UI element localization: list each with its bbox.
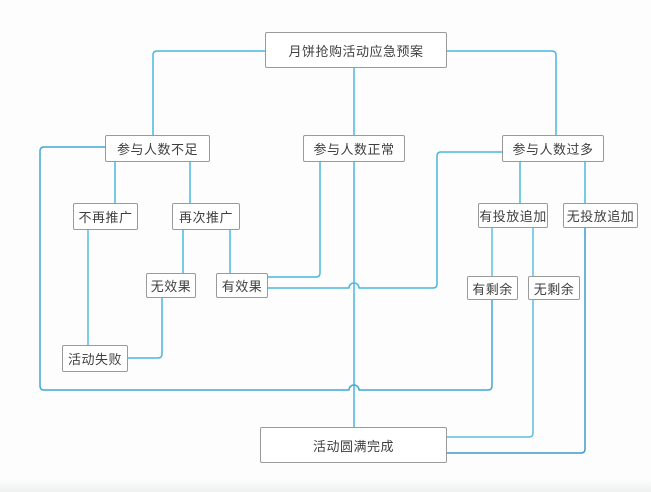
node-label: 参与人数正常 [313,142,395,157]
node-label: 有效果 [221,279,263,294]
node-label: 参与人数过多 [512,142,594,157]
node-activity-failed: 活动失败 [62,345,128,372]
node-label: 活动圆满完成 [312,438,394,454]
node-emergency-plan: 月饼抢购活动应急预案 [265,32,447,68]
edge-no-surplus-to-activity-completed [447,300,534,438]
node-no-more-promotion: 不再推广 [73,203,138,230]
edge-participants-normal-to-has-effect [268,162,321,278]
node-no-surplus: 无剩余 [528,276,580,300]
node-with-additional-release: 有投放追加 [478,203,548,228]
node-label: 不再推广 [78,210,133,225]
node-label: 有投放追加 [479,209,547,224]
edge-without-additional-release-to-activity-completed [447,228,586,454]
node-participants-excessive: 参与人数过多 [502,135,604,162]
node-participants-insufficient: 参与人数不足 [105,135,210,162]
edge-emergency-plan-to-participants-excessive [447,50,557,135]
node-label: 无剩余 [533,281,575,297]
node-has-effect: 有效果 [216,273,268,298]
edge-participants-excessive-to-has-effect [268,151,502,289]
node-label: 活动失败 [67,352,122,367]
node-promote-again: 再次推广 [172,203,240,230]
node-participants-normal: 参与人数正常 [303,135,405,162]
node-label: 无投放追加 [566,209,635,224]
edge-has-surplus-to-participants-insufficient [39,146,493,391]
node-label: 参与人数不足 [116,142,198,157]
node-label: 无效果 [150,279,192,294]
node-activity-completed: 活动圆满完成 [260,427,447,463]
node-no-effect: 无效果 [146,273,196,298]
edge-no-effect-to-activity-failed [128,298,163,359]
node-without-additional-release: 无投放追加 [563,203,638,228]
node-has-surplus: 有剩余 [467,276,518,300]
node-label: 月饼抢购活动应急预案 [288,43,424,59]
edge-emergency-plan-to-participants-insufficient [152,50,265,135]
node-label: 有剩余 [472,281,513,297]
node-label: 再次推广 [178,210,233,225]
